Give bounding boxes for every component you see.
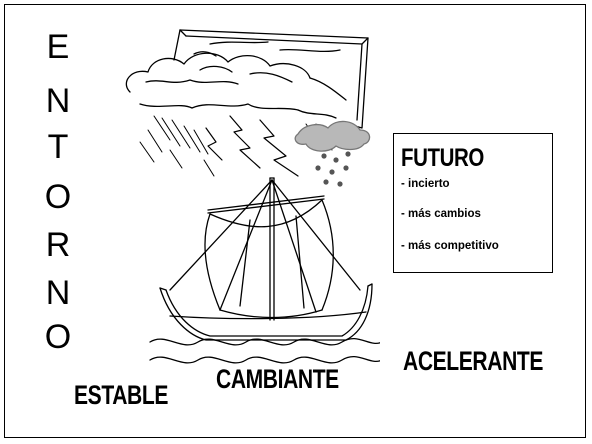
hail-drops-icon [315,151,351,187]
lightning-icon [205,115,299,177]
futuro-title: FUTURO [401,144,484,172]
waves-icon [149,337,380,364]
futuro-item: - más competitivo [401,240,499,252]
window-frame-icon [173,29,369,129]
hail-cloud-icon [294,120,371,152]
stage-cambiante: CAMBIANTE [216,364,339,394]
vertical-letter: O [44,178,72,216]
stage-estable: ESTABLE [74,380,169,410]
vertical-letter: E [46,28,70,66]
vertical-letter: T [47,128,69,166]
sailboat-icon [159,177,373,341]
storm-cloud-icon [125,41,347,119]
rain-icon [139,115,333,177]
slide-frame [4,4,586,438]
futuro-item: - más cambios [401,208,481,220]
stage-acelerante: ACELERANTE [403,346,544,376]
futuro-box: FUTURO - incierto - más cambios - más co… [393,133,553,273]
vertical-letter: R [45,226,71,264]
futuro-item: - incierto [401,178,450,190]
vertical-letter: N [45,82,71,120]
vertical-letter: N [45,274,71,312]
storm-sailboat-illustration [125,29,380,364]
vertical-letter: O [44,318,72,356]
